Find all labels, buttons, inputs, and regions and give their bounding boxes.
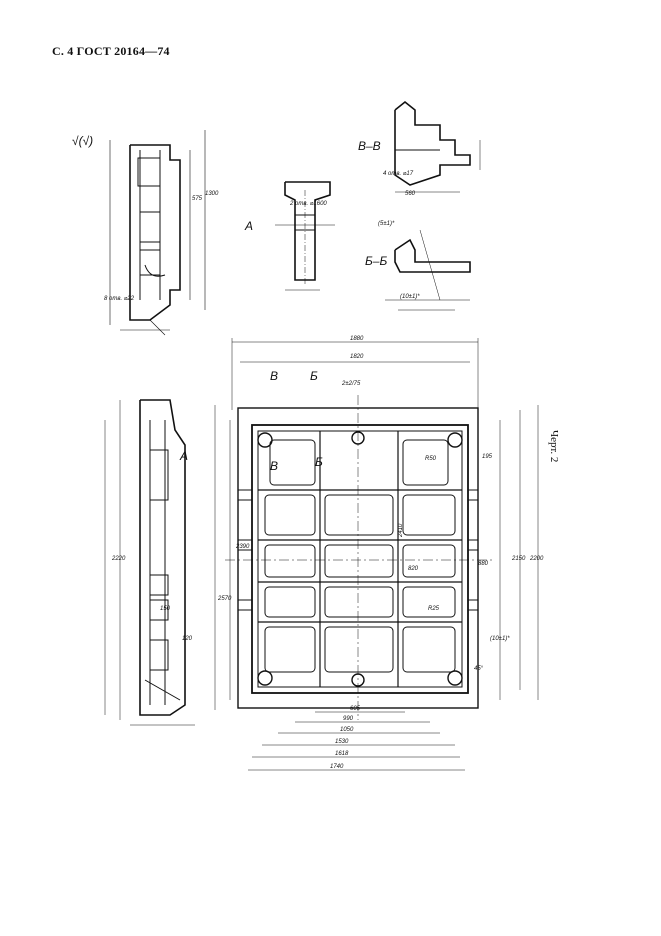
dim-angle-45: 45° [474, 666, 484, 672]
dim-tol-10-right: (10±1)* [490, 636, 510, 642]
plan-view [225, 395, 495, 720]
label-view-a-side: А [179, 449, 188, 463]
dim-inner-width: 1820 [350, 354, 364, 360]
dimension-labels: 1880 1820 2410 1740 1618 1530 1050 990 6… [104, 171, 544, 770]
label-cut-b-mid: Б [315, 455, 323, 469]
dim-slot-150: 150 [160, 606, 171, 612]
section-v-detail [394, 100, 481, 193]
dim-slot-195: 195 [482, 454, 493, 460]
dim-side-1300: 1300 [205, 191, 219, 197]
dim-v-ratio: 2±2/75 [341, 381, 361, 387]
dim-tol-10: (10±1)* [400, 294, 420, 300]
dim-dia-17: 4 отв. ⌀17 [383, 171, 414, 177]
dim-dia-22: 8 отв. ⌀22 [104, 296, 135, 302]
top-left-profile-view [109, 130, 206, 336]
dim-side-2220: 2220 [111, 556, 126, 562]
dim-bottom-1530: 1530 [335, 739, 349, 745]
dim-overall-height: 2570 [217, 596, 232, 602]
label-cut-v-mid: В [270, 459, 278, 473]
dim-slot-560: 560 [405, 191, 416, 197]
section-b-detail [385, 229, 471, 311]
label-cut-b-top: Б [310, 369, 318, 383]
dim-right-2150: 2150 [511, 556, 526, 562]
plan-dimension-lines [214, 338, 539, 771]
label-cut-v-top: В [270, 369, 278, 383]
label-section-v: В–В [358, 139, 381, 153]
dim-bottom-605: 605 [350, 706, 361, 712]
dim-bottom-990: 990 [343, 716, 354, 722]
dim-side-575: 575 [192, 196, 203, 202]
dim-bottom-1618: 1618 [335, 751, 349, 757]
dim-bottom-1050: 1050 [340, 727, 354, 733]
dim-right-2200: 2200 [529, 556, 544, 562]
label-section-b: Б–Б [365, 254, 387, 268]
dim-plan-height: 2410 [398, 523, 404, 538]
figure-caption: Черт. 2 [548, 430, 560, 463]
dim-bottom-1740: 1740 [330, 764, 344, 770]
section-labels: А Б–Б В–В В Б В Б А √(√) [72, 134, 387, 473]
roughness-symbol: √(√) [72, 134, 93, 148]
dim-depth-120: 120 [182, 636, 193, 642]
section-a-detail [275, 181, 335, 291]
dim-plan-inner-height: 2390 [235, 544, 250, 550]
dim-overall-width: 1880 [350, 336, 364, 342]
dim-dia-1600: 2 отв. ⌀1600 [289, 201, 327, 207]
page-header: С. 4 ГОСТ 20164—74 [52, 44, 170, 58]
dim-radius-r50: R50 [425, 456, 437, 462]
dim-pitch-820: 820 [408, 566, 419, 572]
dim-pitch-880: 880 [478, 561, 489, 567]
left-side-elevation [104, 399, 195, 726]
dim-radius-r25: R25 [428, 606, 440, 612]
label-view-a: А [244, 219, 253, 233]
dim-tol-5: (5±1)* [378, 221, 395, 227]
